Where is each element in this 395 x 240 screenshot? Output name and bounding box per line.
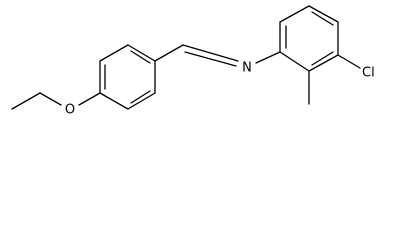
imine-double-bond-outer bbox=[182, 44, 239, 62]
ethoxy-group bbox=[11, 92, 101, 110]
nitrogen-atom-label: N bbox=[242, 61, 252, 76]
ring2-bond-b bbox=[279, 5, 310, 23]
ring1-double-bond-3 bbox=[130, 90, 151, 104]
bond-nitrogen-ring bbox=[255, 51, 281, 64]
bond-ethyl-oxygen bbox=[39, 92, 62, 106]
bond-ring-chlorine bbox=[337, 54, 361, 69]
structure-diagram: O N Cl bbox=[11, 5, 375, 118]
ring1-bond-b bbox=[99, 44, 129, 62]
ethoxyphenyl-ring bbox=[99, 44, 156, 110]
chloromethylphenyl-ring bbox=[279, 5, 339, 72]
ring1-double-bond-2 bbox=[130, 50, 151, 64]
ring2-bond-c bbox=[308, 5, 339, 23]
imine-double-bond-inner bbox=[184, 51, 237, 67]
ring2-double-bond-2 bbox=[311, 11, 334, 26]
bond-methyl-ethyl bbox=[11, 92, 41, 110]
ring1-bond-e bbox=[127, 92, 156, 110]
ring2-substituents bbox=[308, 54, 361, 105]
ring2-bond-f bbox=[279, 51, 310, 72]
bond-oxygen-ring bbox=[78, 92, 101, 106]
ring1-bond-f bbox=[99, 92, 129, 110]
ring1-bond-c bbox=[127, 44, 156, 62]
imine-linker bbox=[154, 44, 281, 67]
bond-ring-imine-carbon bbox=[154, 44, 184, 62]
oxygen-atom-label: O bbox=[65, 103, 75, 118]
ring2-bond-e bbox=[308, 54, 339, 72]
ring2-double-bond-3 bbox=[311, 51, 334, 66]
chlorine-atom-label: Cl bbox=[362, 66, 375, 81]
